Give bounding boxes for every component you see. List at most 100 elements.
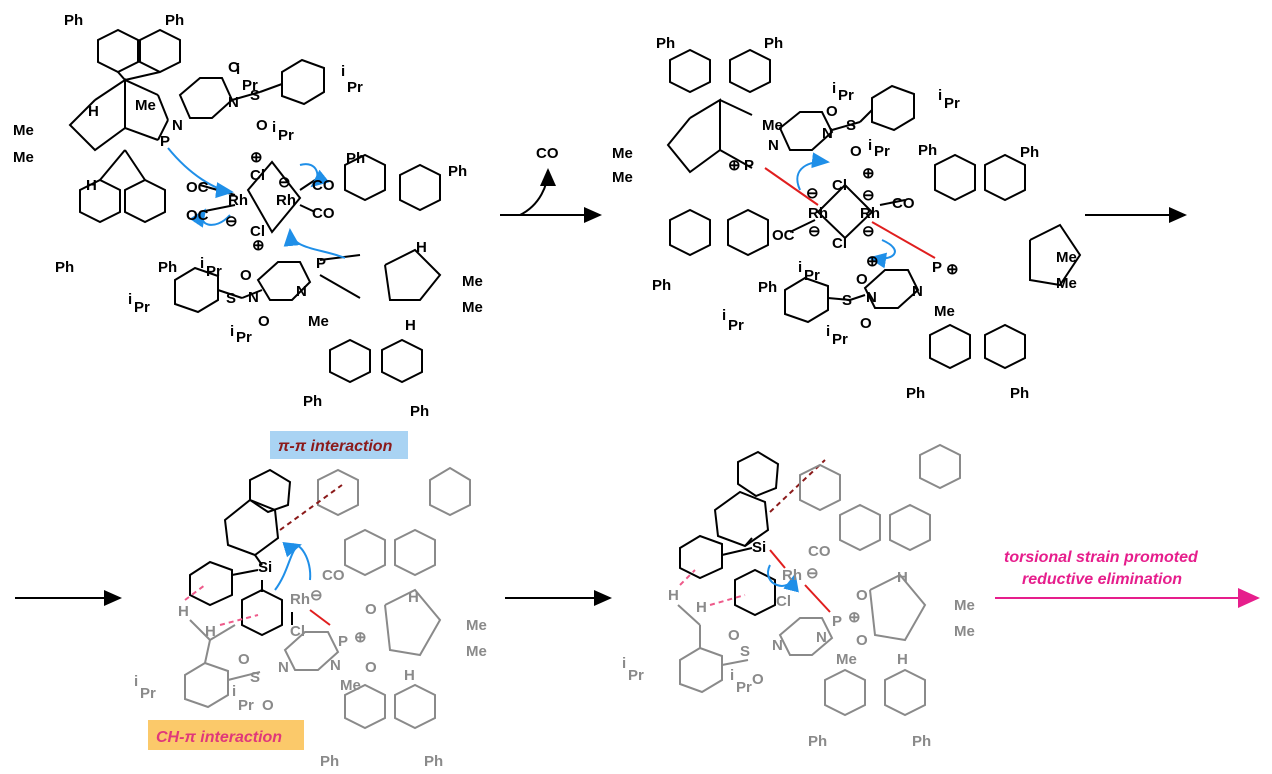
co-label: CO <box>808 543 831 560</box>
o-label: O <box>826 103 838 120</box>
me-label: Me <box>934 303 955 320</box>
ipr-prefix: i <box>134 673 138 690</box>
o-label: O <box>856 587 868 604</box>
p-label: P <box>316 255 326 272</box>
p-label: P <box>338 633 348 650</box>
structure-4-pre-elimination: Si Rh ⊖ CO Cl H H P ⊕ N N S O O Me Me Me… <box>622 443 975 750</box>
ph-label: Ph <box>64 12 83 29</box>
ph-label: Ph <box>303 393 322 410</box>
rh-label: Rh <box>276 192 296 209</box>
o-label: O <box>240 267 252 284</box>
ipr-prefix: i <box>128 291 132 308</box>
ipr-label: Pr <box>628 667 644 684</box>
minus-charge: ⊖ <box>808 223 821 240</box>
h-label: H <box>86 177 97 194</box>
ipr-prefix: i <box>272 119 276 136</box>
plus-charge: ⊕ <box>250 149 263 166</box>
ipr-label: Pr <box>236 329 252 346</box>
ipr-prefix: i <box>232 683 236 700</box>
n-label: N <box>296 283 307 300</box>
ipr-prefix: i <box>230 323 234 340</box>
me-label: Me <box>462 299 483 316</box>
me-label: Me <box>1056 249 1077 266</box>
cl-label: Cl <box>290 623 305 640</box>
ipr-label: Pr <box>206 263 222 280</box>
s-label: S <box>846 117 856 134</box>
me-label: Me <box>13 149 34 166</box>
me-label: Me <box>612 145 633 162</box>
si-label: Si <box>752 539 766 556</box>
me-label: Me <box>954 623 975 640</box>
ipr-label: Pr <box>838 87 854 104</box>
ch-pi-badge: CH-π interaction <box>148 720 304 750</box>
rh-label: Rh <box>808 205 828 222</box>
o-label: O <box>258 313 270 330</box>
h-label: H <box>405 317 416 334</box>
n-label: N <box>866 289 877 306</box>
h-label: H <box>897 651 908 668</box>
ph-label: Ph <box>906 385 925 402</box>
ipr-prefix: i <box>722 307 726 324</box>
ipr-prefix: i <box>938 87 942 104</box>
ipr-label: Pr <box>238 697 254 714</box>
me-label: Me <box>308 313 329 330</box>
n-label: N <box>768 137 779 154</box>
ipr-label: Pr <box>134 299 150 316</box>
h-label: H <box>696 599 707 616</box>
n-label: N <box>330 657 341 674</box>
ipr-prefix: i <box>798 259 802 276</box>
minus-charge: ⊖ <box>862 187 875 204</box>
step-arrow-1: CO <box>500 145 602 223</box>
rh-label: Rh <box>290 591 310 608</box>
plus-charge: ⊕ <box>354 629 367 646</box>
ph-label: Ph <box>158 259 177 276</box>
minus-charge: ⊖ <box>310 587 323 604</box>
minus-charge: ⊖ <box>278 174 291 191</box>
o-label: O <box>365 601 377 618</box>
ipr-label: Pr <box>832 331 848 348</box>
me-label: Me <box>466 617 487 634</box>
o-label: O <box>365 659 377 676</box>
ph-label: Ph <box>165 12 184 29</box>
pi-pi-interaction-label: π-π interaction <box>278 438 393 455</box>
o-label: O <box>228 59 240 76</box>
oc-label: OC <box>772 227 795 244</box>
ipr-label: Pr <box>804 267 820 284</box>
me-label: Me <box>612 169 633 186</box>
structure-3-transition: Si Rh ⊖ CO Cl H H P ⊕ N N S O O Me Me Me… <box>134 466 487 770</box>
me-label: Me <box>340 677 361 694</box>
ph-label: Ph <box>320 753 339 770</box>
n-label: N <box>278 659 289 676</box>
me-label: Me <box>836 651 857 668</box>
torsional-strain-label-line2: reductive elimination <box>1022 571 1182 588</box>
me-label: Me <box>13 122 34 139</box>
ph-label: Ph <box>1010 385 1029 402</box>
p-label: P <box>744 157 754 174</box>
plus-charge: ⊕ <box>946 261 959 278</box>
o-label: O <box>850 143 862 160</box>
n-label: N <box>248 289 259 306</box>
h-label: H <box>404 667 415 684</box>
oc-label: OC <box>186 207 209 224</box>
o-label: O <box>262 697 274 714</box>
rh-label: Rh <box>228 192 248 209</box>
me-label: Me <box>466 643 487 660</box>
ph-label: Ph <box>912 733 931 750</box>
me-label: Me <box>954 597 975 614</box>
n-label: N <box>822 125 833 142</box>
rh-label: Rh <box>860 205 880 222</box>
minus-charge: ⊖ <box>806 565 819 582</box>
ipr-prefix: i <box>200 255 204 272</box>
n-label: N <box>772 637 783 654</box>
plus-charge: ⊕ <box>252 237 265 254</box>
plus-charge: ⊕ <box>866 253 879 270</box>
ipr-label: Pr <box>347 79 363 96</box>
h-label: H <box>668 587 679 604</box>
ipr-label: Pr <box>242 77 258 94</box>
cl-label: Cl <box>776 593 791 610</box>
h-label: H <box>416 239 427 256</box>
h-label: H <box>205 623 216 640</box>
ipr-label: Pr <box>728 317 744 334</box>
s-label: S <box>842 292 852 309</box>
